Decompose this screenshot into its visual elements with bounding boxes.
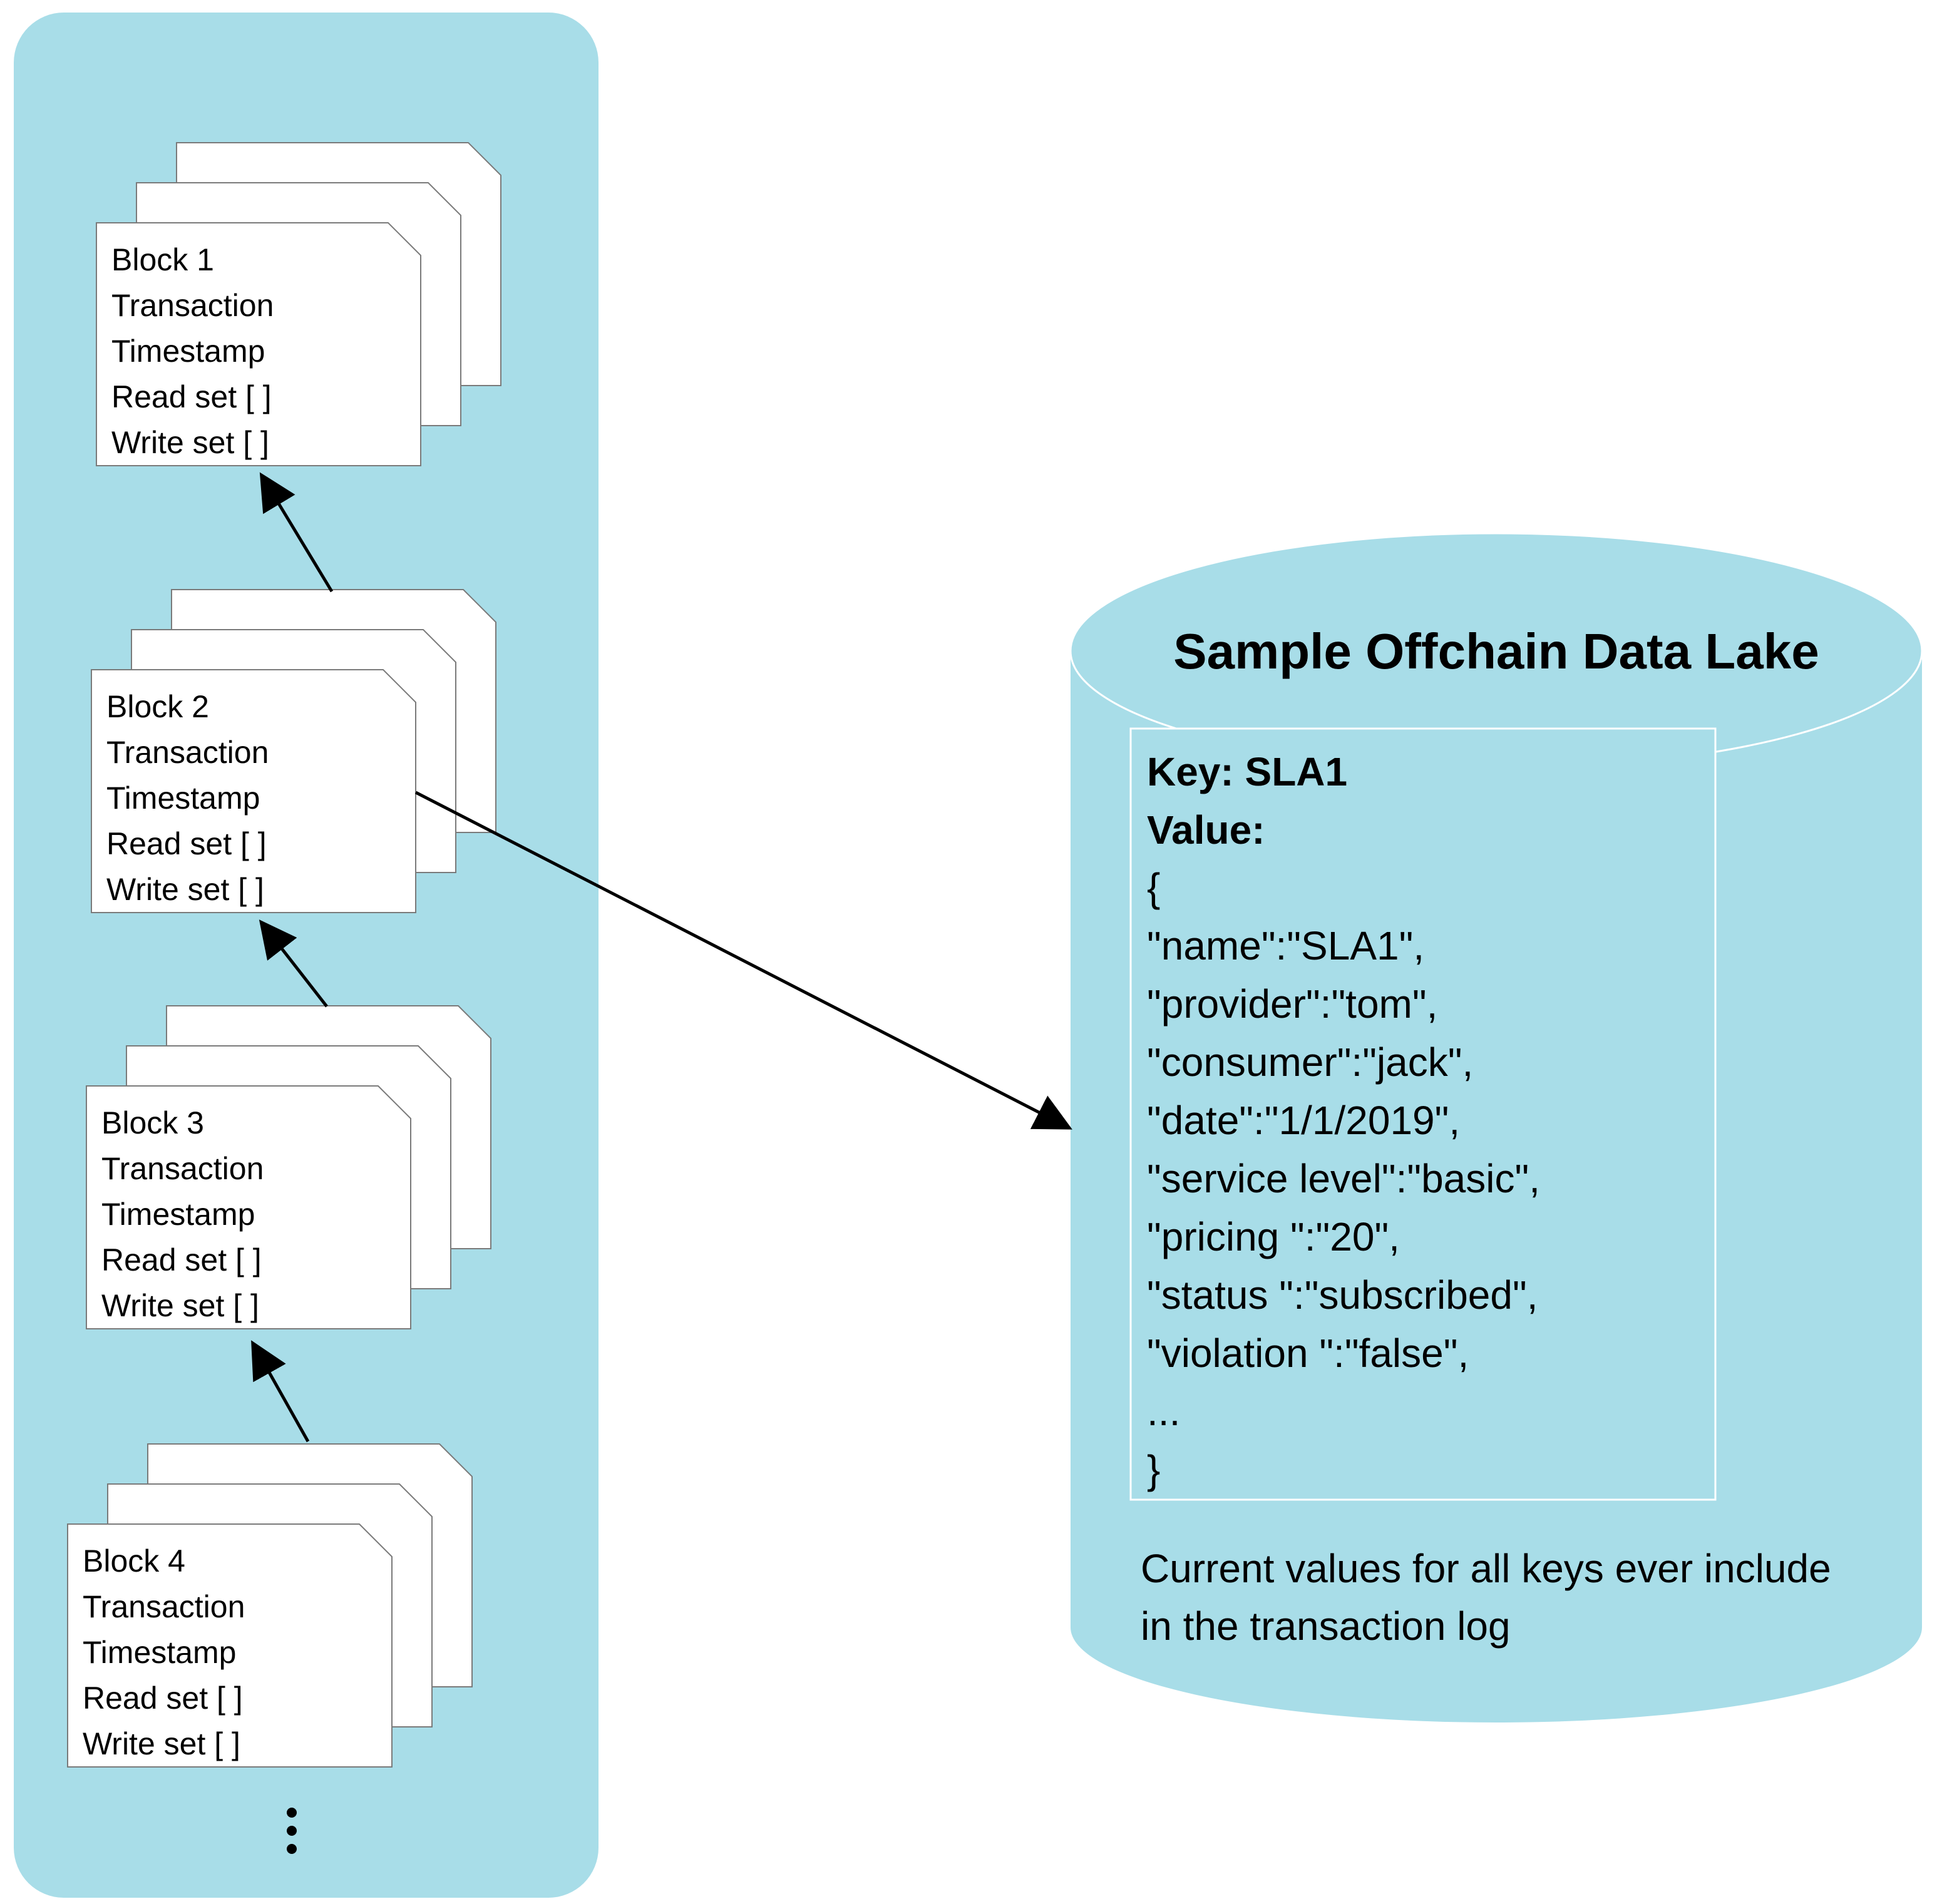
block-field: Timestamp xyxy=(111,334,265,369)
record-json-line: "provider":"tom", xyxy=(1147,981,1437,1026)
record-json-line: "pricing ":"20", xyxy=(1147,1214,1400,1259)
record-json-line: "status ":"subscribed", xyxy=(1147,1272,1538,1318)
data-lake-title: Sample Offchain Data Lake xyxy=(1173,623,1819,679)
block-field: Timestamp xyxy=(101,1197,255,1232)
block-field: Write set [ ] xyxy=(101,1288,259,1323)
record-key: Key: SLA1 xyxy=(1147,749,1347,794)
record-json-line: { xyxy=(1147,865,1160,910)
data-lake-caption-line-1: Current values for all keys ever include xyxy=(1141,1546,1831,1591)
record-json-line: "date":"1/1/2019", xyxy=(1147,1098,1460,1143)
block-field: Write set [ ] xyxy=(111,425,269,460)
block-card xyxy=(86,1085,411,1329)
block-title: Block 1 xyxy=(111,242,214,277)
block-field: Transaction xyxy=(101,1151,264,1186)
block-field: Read set [ ] xyxy=(111,379,272,414)
block-field: Write set [ ] xyxy=(83,1726,240,1761)
block-title: Block 3 xyxy=(101,1105,204,1140)
arrow-block2-to-data-lake xyxy=(414,791,1072,1130)
block-field: Transaction xyxy=(111,288,274,323)
data-lake-caption-line-2: in the transaction log xyxy=(1141,1604,1511,1649)
record-json-line: "violation ":"false", xyxy=(1147,1331,1469,1376)
arrow-block2-to-block1 xyxy=(259,472,334,593)
record-json-line: ... xyxy=(1147,1389,1180,1434)
block-card xyxy=(67,1523,393,1768)
block-field: Read set [ ] xyxy=(83,1681,243,1716)
block-title: Block 2 xyxy=(106,689,209,724)
record-json-line: } xyxy=(1147,1447,1160,1492)
blockchain-panel xyxy=(14,13,599,1898)
arrow-block3-to-block2 xyxy=(259,919,328,1008)
block-card xyxy=(96,222,421,466)
block-title: Block 4 xyxy=(83,1543,185,1579)
vertical-ellipsis-icon xyxy=(287,1808,297,1854)
arrow-block4-to-block3 xyxy=(251,1340,310,1443)
record-value-label: Value: xyxy=(1147,807,1265,852)
record-json: { "name":"SLA1", "provider":"tom", "consume… xyxy=(1147,865,1540,1492)
record-json-line: "name":"SLA1", xyxy=(1147,923,1424,968)
record-json-line: "service level":"basic", xyxy=(1147,1156,1540,1201)
block-field: Read set [ ] xyxy=(101,1242,262,1277)
block-field: Timestamp xyxy=(83,1635,236,1670)
block-field: Transaction xyxy=(83,1589,245,1624)
block-field: Transaction xyxy=(106,735,269,770)
block-field: Timestamp xyxy=(106,781,260,816)
record-box xyxy=(1129,727,1717,1501)
record-json-line: "consumer":"jack", xyxy=(1147,1040,1473,1085)
block-field: Read set [ ] xyxy=(106,826,267,861)
block-card xyxy=(91,669,416,913)
block-field: Write set [ ] xyxy=(106,872,264,907)
